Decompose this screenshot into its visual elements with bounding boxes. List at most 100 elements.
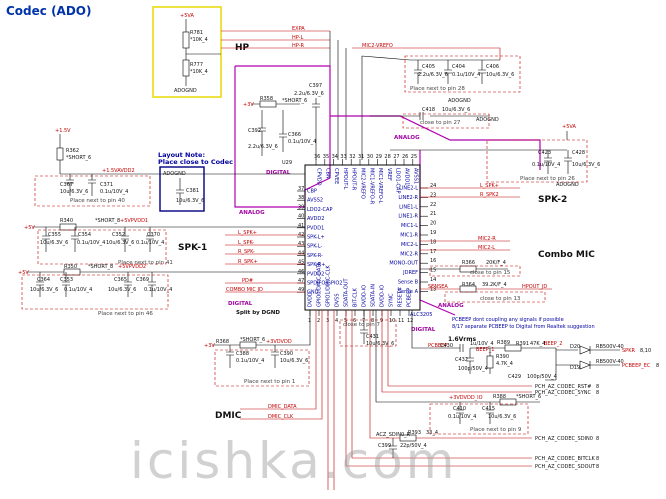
net-beep-2: BEEP_2 <box>544 341 562 347</box>
spk2-label: SPK-2 <box>538 195 567 205</box>
c432-ref: C432 <box>455 357 468 363</box>
ic-pin-name: Sense A <box>398 289 419 295</box>
ic-pin-name: LDO1-CAP <box>395 168 401 193</box>
c429-ref: C429 <box>508 374 521 380</box>
digital-right-label: DIGITAL <box>411 327 436 333</box>
note-pin7: close to pin 7 <box>343 322 380 328</box>
net-mic2-vrefo: MIC2-VREFO <box>362 43 393 49</box>
adognd-1-label: ADOGND <box>174 88 197 94</box>
ic-pin-num: 23 <box>430 192 436 198</box>
digital-left-label: DIGITAL <box>228 301 253 307</box>
net-r-spk-minus: R_SPK- <box>238 249 255 255</box>
d19-ref: D19 <box>570 365 580 371</box>
ic-pin-name: HPOUT-L <box>342 168 348 190</box>
ic-pin-num: 41 <box>298 223 304 229</box>
c397-ref: C397 <box>309 83 322 89</box>
r366-val: 20K/F_4 <box>486 260 506 266</box>
ic-pin-name: DVDD <box>308 292 314 307</box>
layout-note-box <box>159 166 205 212</box>
net-hp-l: HP-L <box>292 35 303 41</box>
ic-pin-num: 49 <box>298 287 304 293</box>
r350-ref: R350 <box>64 264 77 270</box>
c406-ref: C406 <box>486 64 499 70</box>
note-pin15: close to pin 15 <box>470 270 511 276</box>
r391-ref: R391 <box>516 341 529 347</box>
ic-bottom-pins: 1DVDD2GPIO0/DMIC-DATA3GPIO1/DMIC-CLK4DVS… <box>308 261 414 324</box>
r362-ref: R362 <box>66 148 79 154</box>
ic-pin-name: MONO-OUT <box>389 261 419 267</box>
ic-pin-num: 6 <box>353 318 356 324</box>
analog-left-label: ANALOG <box>239 210 265 216</box>
layout-note-line1: Layout Note: <box>158 151 205 159</box>
ic-pin-num: 29 <box>376 154 382 160</box>
d19-val: RB500V-40 <box>596 359 624 365</box>
r777-ref: R777 <box>190 62 203 68</box>
ic-pin-name: LINE2-L <box>399 186 418 192</box>
sync-page: 8 <box>596 390 599 396</box>
r777-val: *10K_4 <box>190 69 208 75</box>
ic-pin-num: 5 <box>344 318 347 324</box>
ic-pin-name: DVDD-IO <box>362 285 368 307</box>
analog-top-label: ANALOG <box>394 135 420 141</box>
c355-ref: C355 <box>48 232 61 238</box>
r340-ref: R340 <box>60 218 73 224</box>
c410-ref: C410 <box>453 406 466 412</box>
r781-ref: R781 <box>190 30 203 36</box>
ic-pin-num: 8 <box>371 318 374 324</box>
c352-val: 10u/6.3V_6 <box>106 240 134 246</box>
c406-val: 10u/6.3V_6 <box>486 72 514 78</box>
note-pin41: Place next to pin 41 <box>118 260 173 266</box>
r340-val: *SHORT_8 <box>95 218 120 224</box>
c415-val: 10u/6.3V_6 <box>488 414 516 420</box>
ic-pin-num: 4 <box>335 318 338 324</box>
c428-ref: C428 <box>572 150 585 156</box>
net-hp-r: HP-R <box>292 43 304 49</box>
net-pcbeep-ec: PCBEEP_EC <box>622 363 651 369</box>
net-beep-1: BEEP_1 <box>476 347 494 353</box>
r393-ref: R393 <box>408 430 421 436</box>
adognd-2-label: ADOGND <box>448 98 471 104</box>
r358-ref: R358 <box>260 96 273 102</box>
c404-val: 0.1u/10V_4 <box>452 72 480 78</box>
net-dmic-clk: DMIC_CLK <box>268 414 294 420</box>
ic-pin-name: AVSS2 <box>307 198 323 204</box>
p5vpvdd2-rail: +5VPVDD2 <box>118 264 146 270</box>
ic-pin-num: 37 <box>298 186 304 192</box>
r388-val: *SHORT_6 <box>516 394 541 400</box>
net-spk2-plus: L_SPK+ <box>480 183 499 189</box>
ic-pin-name: CPVEE <box>333 168 339 184</box>
c371-ref: C371 <box>100 182 113 188</box>
codec-ic <box>304 164 421 311</box>
net-expa: EXPA <box>292 26 305 32</box>
ic-pin-num: 12 <box>407 318 413 324</box>
c430-ref: C430 <box>440 343 453 349</box>
note-pin13: close to pin 13 <box>480 296 521 302</box>
ic-pin-num: 7 <box>362 318 365 324</box>
ic-pin-num: 2 <box>317 318 320 324</box>
ic-pin-num: 33 <box>340 154 346 160</box>
net-combo-mic-jd: COMBO MIC JD <box>226 287 263 293</box>
c397-val: 2.2u/6.3V_6 <box>294 91 324 97</box>
c431-ref: C431 <box>366 334 379 340</box>
c381-ref: C381 <box>186 188 199 194</box>
ic-pin-name: GND <box>307 290 319 296</box>
c405-ref: C405 <box>422 64 435 70</box>
note-pin40: Place next to pin 40 <box>70 198 125 204</box>
r393-val: 33_4 <box>426 430 438 436</box>
c418-val: 10u/6.3V_6 <box>442 107 470 113</box>
net-pd: PD# <box>242 278 253 284</box>
c364-ref: C364 <box>37 277 50 283</box>
r366-ref: R366 <box>462 260 475 266</box>
ic-pin-num: 45 <box>298 260 304 266</box>
ic-pin-name: GPIO1/DMIC-CLK <box>326 265 332 307</box>
ic-pin-num: 43 <box>298 241 304 247</box>
ic-pin-num: 21 <box>430 211 436 217</box>
ic-pin-name: CBP <box>307 189 317 195</box>
ic-pin-num: 22 <box>430 202 436 208</box>
bitclk-page: 8 <box>596 456 599 462</box>
ic-pin-name: RESET# <box>398 287 404 307</box>
c390-val: 10u/6.3V_6 <box>280 358 308 364</box>
c428-val: 10u/6.3V_6 <box>572 162 600 168</box>
c418-ref: C418 <box>422 107 435 113</box>
c399-val: 22p/50V_4 <box>400 443 427 449</box>
